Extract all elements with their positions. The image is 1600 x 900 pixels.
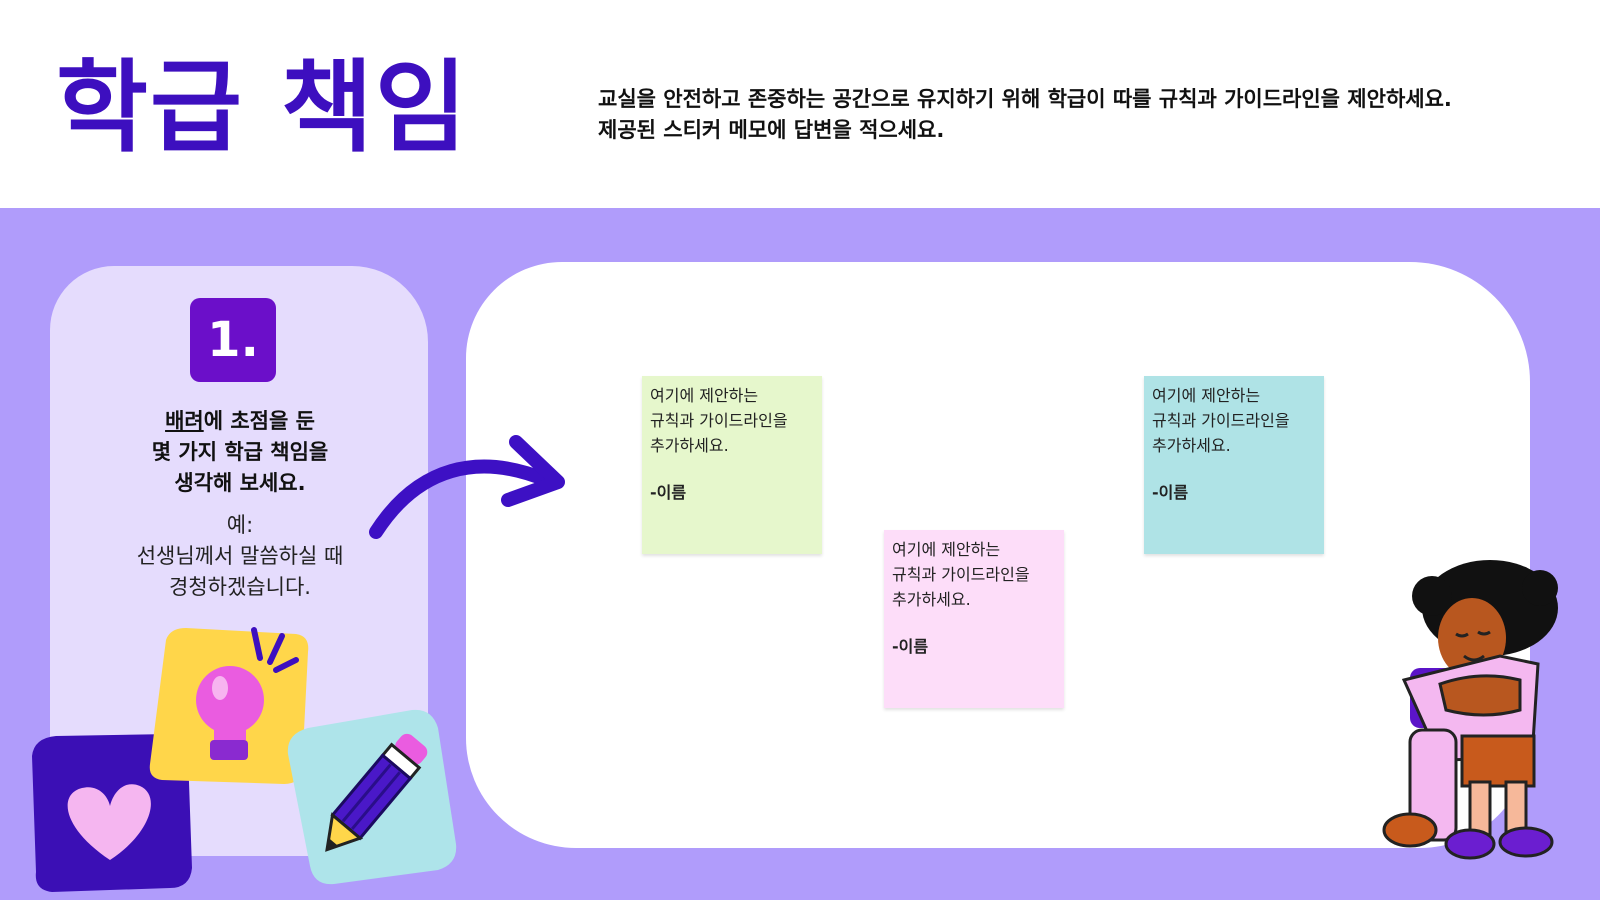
note-author: -이름 — [892, 637, 929, 656]
intro-line-1: 교실을 안전하고 존중하는 공간으로 유지하기 위해 학급이 따를 규칙과 가이… — [598, 87, 1452, 111]
example-text: 예: 선생님께서 말씀하실 때 경청하겠습니다. — [80, 510, 400, 603]
pencil-icon — [287, 709, 457, 885]
note-text-line-3: 추가하세요. — [650, 436, 729, 455]
arrow-icon — [369, 435, 565, 539]
intro-text: 교실을 안전하고 존중하는 공간으로 유지하기 위해 학급이 따를 규칙과 가이… — [598, 84, 1558, 146]
lightbulb-icon — [149, 627, 309, 784]
step-badge: 1. — [190, 298, 276, 382]
example-line-2: 경청하겠습니다. — [169, 575, 311, 599]
page-title: 학급 책임 — [56, 49, 469, 166]
intro-line-2: 제공된 스티커 메모에 답변을 적으세요. — [598, 118, 945, 142]
note-text-line-2: 규칙과 가이드라인을 — [892, 565, 1030, 584]
instruction-prompt: 배려에 초점을 둔 몇 가지 학급 책임을 생각해 보세요. — [90, 406, 390, 499]
prompt-line-2: 몇 가지 학급 책임을 — [151, 440, 329, 464]
sticky-note-2[interactable]: 여기에 제안하는 규칙과 가이드라인을 추가하세요. -이름 — [884, 530, 1064, 708]
note-text-line-1: 여기에 제안하는 — [650, 386, 759, 405]
prompt-keyword: 배려 — [165, 409, 204, 433]
note-author: -이름 — [650, 483, 687, 502]
example-line-1: 선생님께서 말씀하실 때 — [136, 544, 344, 568]
note-text-line-2: 규칙과 가이드라인을 — [650, 411, 788, 430]
note-text-line-3: 추가하세요. — [892, 590, 971, 609]
hugging-children-illustration — [1382, 560, 1558, 860]
note-author: -이름 — [1152, 483, 1189, 502]
note-text-line-3: 추가하세요. — [1152, 436, 1231, 455]
example-label: 예: — [226, 513, 254, 537]
prompt-line-3: 생각해 보세요. — [174, 471, 306, 495]
sticky-note-1[interactable]: 여기에 제안하는 규칙과 가이드라인을 추가하세요. -이름 — [642, 376, 822, 554]
note-text-line-1: 여기에 제안하는 — [892, 540, 1001, 559]
note-text-line-2: 규칙과 가이드라인을 — [1152, 411, 1290, 430]
sticky-note-3[interactable]: 여기에 제안하는 규칙과 가이드라인을 추가하세요. -이름 — [1144, 376, 1324, 554]
note-text-line-1: 여기에 제안하는 — [1152, 386, 1261, 405]
prompt-line-1: 에 초점을 둔 — [203, 409, 315, 433]
